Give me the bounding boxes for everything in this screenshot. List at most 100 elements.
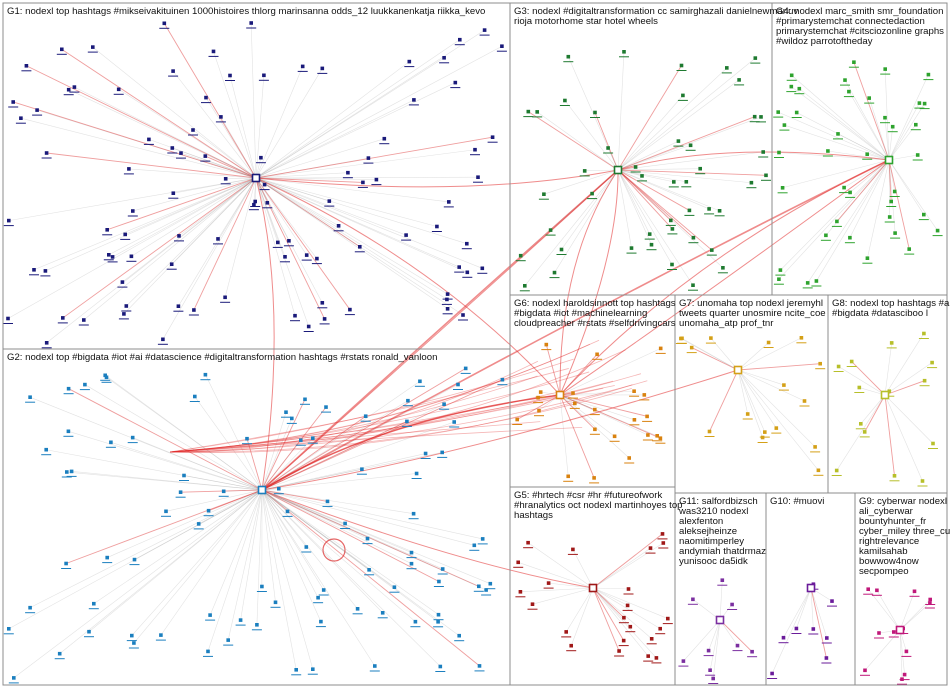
node (404, 233, 408, 237)
node (777, 150, 781, 155)
node (552, 270, 557, 275)
edge (208, 489, 263, 512)
node (473, 147, 477, 152)
inter-group-edge (169, 387, 604, 453)
node (843, 78, 847, 82)
node (445, 292, 450, 296)
edge (172, 147, 257, 179)
node (866, 587, 870, 591)
edge (868, 97, 890, 161)
edge (884, 394, 934, 444)
edge (709, 369, 739, 432)
group-label-g10: G10: #muovi (770, 496, 824, 507)
inter-group-edge (559, 169, 619, 396)
edge (851, 361, 886, 396)
edge (255, 149, 476, 179)
node (571, 547, 575, 552)
node (706, 648, 711, 653)
edge (172, 70, 257, 179)
node (606, 146, 610, 150)
node (87, 629, 91, 634)
edge (84, 384, 263, 491)
node (304, 253, 309, 257)
edge (68, 89, 257, 179)
node (43, 269, 48, 273)
edge (592, 587, 649, 657)
node (358, 245, 362, 249)
edge (884, 362, 933, 396)
group-label-g2: G2: nodexl top #bigdata #iot #ai #datasc… (7, 352, 437, 363)
edge (899, 629, 905, 675)
edge (559, 394, 596, 430)
edge (838, 366, 886, 396)
edge (255, 176, 479, 179)
edge (617, 169, 674, 183)
edge (719, 619, 753, 652)
node (900, 677, 904, 681)
node (109, 440, 113, 445)
node (592, 476, 596, 480)
node (19, 116, 23, 120)
edge (899, 599, 931, 631)
hub-node (880, 390, 890, 400)
node (216, 237, 220, 241)
group-label-line: unomaha_atp prof_tnr (679, 318, 774, 329)
node (104, 375, 109, 380)
node (315, 256, 319, 261)
edge (261, 453, 426, 491)
group-label-line: naomitimperley (679, 536, 744, 547)
node (355, 607, 360, 611)
edge (250, 22, 257, 179)
node (698, 166, 702, 171)
inter-group-edge (261, 169, 619, 491)
node (863, 668, 867, 673)
node (277, 486, 281, 491)
inter-group-edge (169, 380, 614, 453)
edge (255, 177, 460, 268)
edge (592, 533, 663, 589)
group-label-g7: G7: unomaha top nodexl jeremyhl tweets q… (679, 298, 828, 329)
node (766, 340, 771, 345)
node (776, 110, 780, 114)
edge (162, 177, 257, 340)
group-label-g1: G1: nodexl top hashtags #mikseivakituine… (7, 6, 485, 17)
node (7, 218, 11, 223)
edge (617, 169, 690, 211)
edge (849, 159, 890, 193)
node (789, 73, 794, 78)
node (204, 95, 208, 100)
node (805, 281, 810, 285)
node (912, 589, 917, 594)
inter-group-edge (617, 151, 890, 171)
edge (261, 412, 287, 491)
node (836, 364, 841, 369)
group-label-line: tweets quarter unosmire ncite_coe (679, 308, 826, 319)
node (730, 602, 734, 607)
node (681, 93, 685, 98)
node (782, 383, 786, 387)
node (103, 373, 107, 378)
node (365, 536, 370, 541)
edge (864, 629, 901, 671)
group-label-line: yunisooc da5idk (679, 556, 748, 567)
edge (888, 154, 918, 161)
node (625, 603, 630, 608)
inter-group-edge (169, 426, 583, 453)
hub-node (884, 155, 894, 165)
node (61, 316, 65, 320)
edge (123, 177, 257, 315)
node (862, 430, 867, 434)
group-label-line: rioja motorhome star hotel wheels (514, 16, 658, 27)
node (367, 568, 371, 572)
node (6, 316, 10, 321)
edge (527, 542, 594, 589)
edge (559, 394, 630, 459)
node (290, 416, 294, 421)
group-box-g9 (854, 492, 948, 686)
node (707, 207, 711, 211)
edge (572, 549, 594, 589)
hub-node (613, 165, 623, 175)
edge (178, 177, 257, 307)
node (436, 612, 441, 617)
